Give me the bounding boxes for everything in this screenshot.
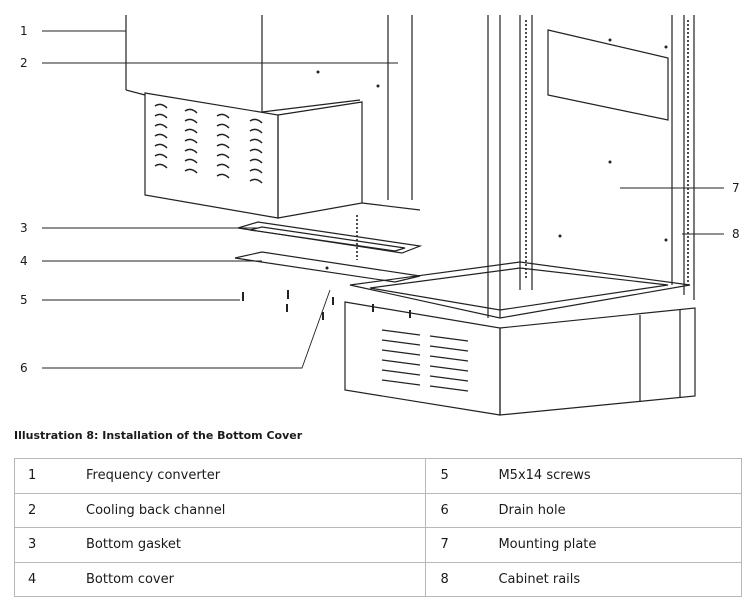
legend-number: 6 <box>425 492 485 528</box>
vent-slots <box>154 103 263 184</box>
installation-diagram <box>42 15 724 416</box>
base-vent-slots <box>381 329 469 392</box>
legend-label: M5x14 screws <box>484 458 742 494</box>
frequency-converter <box>125 15 413 200</box>
cooling-back-channel <box>144 92 421 219</box>
cabinet-floor <box>349 261 691 319</box>
legend-row: 4 Bottom cover 8 Cabinet rails <box>14 561 742 597</box>
legend-number: 2 <box>14 492 72 528</box>
legend-label: Bottom cover <box>72 561 427 597</box>
legend-number: 4 <box>14 561 72 597</box>
callout-4: 4 <box>20 254 28 268</box>
callout-6: 6 <box>20 361 28 375</box>
callout-7: 7 <box>732 181 740 195</box>
leader-lines <box>42 30 724 369</box>
bottom-gasket <box>237 221 423 254</box>
cabinet-base <box>344 301 696 416</box>
callout-2: 2 <box>20 56 28 70</box>
callout-8: 8 <box>732 227 740 241</box>
legend-number: 7 <box>425 527 485 563</box>
legend-label: Cooling back channel <box>72 492 427 528</box>
figure-caption: Illustration 8: Installation of the Bott… <box>14 429 303 442</box>
callout-5: 5 <box>20 293 28 307</box>
legend-label: Cabinet rails <box>484 561 742 597</box>
callout-3: 3 <box>20 221 28 235</box>
callout-1: 1 <box>20 24 28 38</box>
legend-row: 2 Cooling back channel 6 Drain hole <box>14 492 742 528</box>
legend-label: Frequency converter <box>72 458 427 494</box>
legend-number: 8 <box>425 561 485 597</box>
fastener-dots <box>316 38 668 270</box>
legend-table: 1 Frequency converter 5 M5x14 screws 2 C… <box>14 458 742 597</box>
legend-number: 1 <box>14 458 72 494</box>
legend-number: 5 <box>425 458 485 494</box>
legend-row: 3 Bottom gasket 7 Mounting plate <box>14 527 742 563</box>
screws <box>242 290 411 320</box>
legend-number: 3 <box>14 527 72 563</box>
legend-label: Mounting plate <box>484 527 742 563</box>
legend-label: Bottom gasket <box>72 527 427 563</box>
legend-label: Drain hole <box>484 492 742 528</box>
cabinet-rails <box>356 20 689 285</box>
legend-row: 1 Frequency converter 5 M5x14 screws <box>14 458 742 494</box>
cabinet-frame <box>487 15 695 318</box>
